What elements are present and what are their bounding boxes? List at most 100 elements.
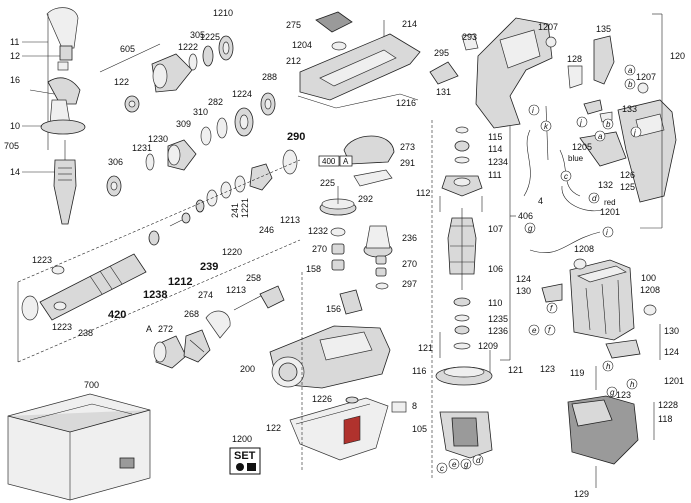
label-125: 125: [620, 182, 635, 192]
label-1223-bottom: 1223: [52, 322, 72, 332]
label-1201-top: 1201: [600, 207, 620, 217]
label-130-right: 130: [664, 326, 679, 336]
chuck-parts: [99, 35, 298, 246]
label-12: 12: [10, 51, 20, 61]
handle-housing: [429, 17, 677, 203]
label-306: 306: [108, 157, 123, 167]
label-241: 241: [230, 203, 240, 218]
label-111: 111: [488, 170, 502, 180]
gear-225: [319, 186, 357, 216]
label-214: 214: [402, 19, 417, 29]
label-116: 116: [412, 366, 426, 376]
carry-case-700: [7, 393, 151, 501]
label-1207-right: 1207: [636, 72, 656, 82]
label-123-right: 123: [616, 390, 631, 400]
label-114: 114: [488, 144, 502, 154]
label-1210: 1210: [213, 8, 233, 18]
label-258: 258: [246, 273, 261, 283]
label-112: 112: [416, 188, 430, 198]
label-128: 128: [567, 54, 582, 64]
label-238: 238: [78, 328, 93, 338]
label-130-top: 130: [516, 286, 531, 296]
label-10: 10: [10, 121, 20, 131]
label-A-2: A: [343, 157, 349, 166]
label-107: 107: [488, 224, 503, 234]
label-105: 105: [412, 424, 427, 434]
label-1226: 1226: [312, 394, 332, 404]
connector-e-1: e: [532, 326, 537, 335]
label-274: 274: [198, 290, 213, 300]
gear-housing-200: [269, 289, 391, 389]
wire-blue: blue: [568, 154, 584, 163]
label-8: 8: [412, 401, 417, 411]
label-297: 297: [402, 279, 417, 289]
label-1208-top: 1208: [574, 244, 594, 254]
label-270-b: 270: [402, 259, 417, 269]
label-118: 118: [658, 414, 672, 424]
connector-h-2: h: [630, 380, 635, 389]
label-1224: 1224: [232, 89, 252, 99]
label-290: 290: [287, 131, 305, 143]
top-cover-parts: [297, 11, 421, 109]
label-11: 11: [10, 37, 19, 47]
label-121-right: 121: [508, 365, 523, 375]
label-135: 135: [596, 24, 611, 34]
label-1221: 1221: [240, 198, 250, 218]
label-1207-top: 1207: [538, 22, 558, 32]
label-1205: 1205: [572, 142, 592, 152]
label-1200: 1200: [232, 434, 252, 444]
label-293: 293: [462, 32, 477, 42]
connector-i-1: i: [532, 106, 534, 115]
label-282: 282: [208, 97, 223, 107]
bottom-cover-122: [289, 396, 389, 461]
connector-a-1: a: [628, 66, 633, 75]
label-1228: 1228: [658, 400, 678, 410]
motor-housing-100: [529, 231, 657, 359]
label-16: 16: [10, 75, 20, 85]
label-1225: 1225: [200, 32, 220, 42]
label-121-left: 121: [418, 343, 433, 353]
label-124-top: 124: [516, 274, 531, 284]
label-119: 119: [570, 368, 584, 378]
label-123-left: 123: [540, 364, 555, 374]
label-705: 705: [4, 141, 19, 151]
label-1235: 1235: [488, 314, 508, 324]
connector-k-1: k: [544, 122, 549, 131]
label-310: 310: [193, 107, 208, 117]
label-124-right: 124: [664, 347, 679, 357]
label-1230: 1230: [148, 134, 168, 144]
label-270-a: 270: [312, 244, 327, 254]
label-1222: 1222: [178, 42, 198, 52]
set-text: SET: [234, 450, 256, 462]
label-14: 14: [10, 167, 20, 177]
label-292: 292: [358, 194, 373, 204]
label-122: 122: [114, 77, 129, 87]
connector-letters: a b i k j a b j c d i g f e f h h g c: [436, 64, 642, 474]
connector-b-2: b: [606, 120, 611, 129]
tool-set-icon: SET: [229, 447, 261, 475]
grip-cover-118: [567, 395, 639, 488]
label-268: 268: [184, 309, 199, 319]
label-122-b: 122: [266, 423, 281, 433]
label-1220: 1220: [222, 247, 242, 257]
connector-g-2: g: [610, 388, 615, 397]
label-4: 4: [538, 196, 543, 206]
label-295: 295: [434, 48, 449, 58]
label-132: 132: [598, 180, 613, 190]
label-115: 115: [488, 132, 502, 142]
connector-a-2: a: [598, 132, 603, 141]
label-273: 273: [400, 142, 415, 152]
gear-housing-plate: [343, 135, 395, 187]
label-1234: 1234: [488, 157, 508, 167]
label-156: 156: [326, 304, 341, 314]
label-1208-right: 1208: [640, 285, 660, 295]
connector-j-1: j: [579, 118, 582, 127]
label-1216: 1216: [396, 98, 416, 108]
label-110: 110: [488, 298, 502, 308]
label-1213-b: 1213: [226, 285, 246, 295]
connector-f-1: f: [550, 304, 553, 313]
label-1223-top: 1223: [32, 255, 52, 265]
clutch-parts: [153, 285, 285, 369]
label-158: 158: [306, 264, 321, 274]
label-212: 212: [286, 56, 301, 66]
